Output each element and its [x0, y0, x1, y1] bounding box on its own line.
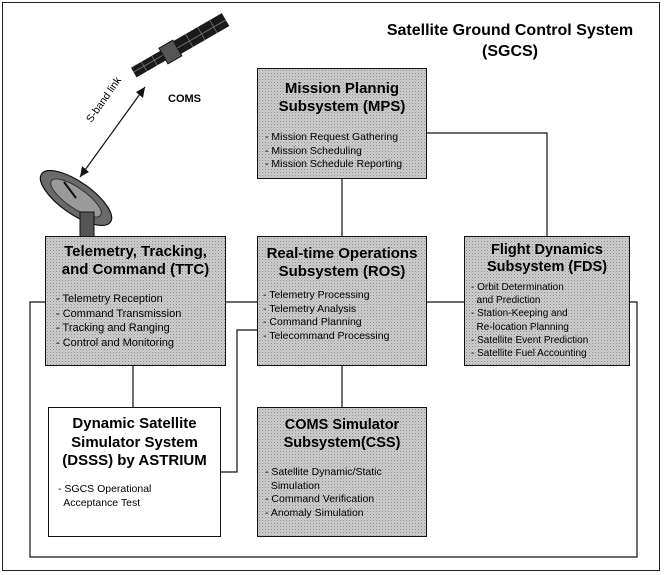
fds-title-line2: Subsystem (FDS)	[486, 259, 608, 275]
dsss-title: Dynamic Satellite Simulator System (DSSS…	[49, 415, 220, 471]
css-item: Simulation	[265, 479, 320, 492]
ttc-item: - Command Transmission	[56, 307, 182, 320]
ros-item: - Telecommand Processing	[263, 329, 390, 342]
mps-item: - Mission Request Gathering	[265, 131, 399, 143]
fds-title-line1: Flight Dynamics	[491, 242, 603, 258]
satellite-icon	[131, 13, 230, 78]
css-title: COMS Simulator Subsystem(CSS)	[258, 416, 426, 452]
ttc-item: - Tracking and Ranging	[56, 322, 170, 334]
page-title-line2: (SGCS)	[482, 43, 538, 60]
ttc-box: Telemetry, Tracking, and Command (TTC) -…	[45, 236, 226, 366]
satellite-label: COMS	[168, 93, 201, 105]
css-items: - Satellite Dynamic/Static Simulation - …	[265, 466, 382, 520]
css-title-line1: COMS Simulator	[284, 417, 400, 433]
line-outer-bus	[29, 301, 638, 558]
fds-item: and Prediction	[471, 295, 541, 307]
ros-items: - Telemetry Processing - Telemetry Analy…	[263, 289, 389, 343]
ttc-title-line2: and Command (TTC)	[61, 261, 210, 278]
css-item: - Command Verification	[265, 493, 375, 505]
mps-item: - Mission Scheduling	[265, 144, 362, 157]
mps-title: Mission Plannig Subsystem (MPS)	[258, 80, 426, 116]
dsss-title-line3: (DSSS) by ASTRIUM	[62, 452, 207, 469]
ros-title-line2: Subsystem (ROS)	[278, 263, 406, 280]
arrowhead-down	[80, 166, 89, 177]
mps-title-line1: Mission Plannig	[284, 80, 400, 97]
mps-items: - Mission Request Gathering - Mission Sc…	[265, 131, 402, 172]
ros-title-line1: Real-time Operations	[266, 245, 418, 262]
ttc-items: - Telemetry Reception - Command Transmis…	[56, 292, 181, 350]
fds-items: - Orbit Determination and Prediction - S…	[471, 281, 588, 360]
ttc-item: - Telemetry Reception	[56, 293, 163, 305]
page-title: Satellite Ground Control System (SGCS)	[360, 20, 660, 62]
fds-title: Flight Dynamics Subsystem (FDS)	[465, 242, 629, 276]
mps-item: - Mission Schedule Reporting	[265, 158, 403, 170]
dsss-item: Acceptance Test	[58, 496, 141, 509]
dsss-item: - SGCS Operational	[58, 483, 152, 495]
fds-item: - Orbit Determination	[471, 282, 564, 293]
line-sband-link	[79, 86, 146, 178]
arrowhead-up	[136, 87, 145, 98]
fds-item: - Satellite Fuel Accounting	[471, 348, 587, 360]
fds-item: - Satellite Event Prediction	[471, 334, 589, 346]
dsss-title-line1: Dynamic Satellite	[72, 415, 197, 432]
ttc-item: - Control and Monitoring	[56, 336, 175, 349]
mps-title-line2: Subsystem (MPS)	[278, 98, 406, 115]
dsss-title-line2: Simulator System	[71, 433, 198, 451]
css-item: - Satellite Dynamic/Static	[265, 466, 382, 478]
dsss-box: Dynamic Satellite Simulator System (DSSS…	[48, 407, 221, 537]
css-box: COMS Simulator Subsystem(CSS) - Satellit…	[257, 407, 427, 537]
line-ros-dsss	[221, 329, 257, 473]
css-title-line2: Subsystem(CSS)	[283, 435, 401, 451]
fds-item: - Station-Keeping and	[471, 308, 568, 320]
fds-box: Flight Dynamics Subsystem (FDS) - Orbit …	[464, 236, 630, 366]
page-title-line1: Satellite Ground Control System	[386, 22, 634, 39]
ros-box: Real-time Operations Subsystem (ROS) - T…	[257, 236, 427, 366]
line-mps-fds	[427, 132, 548, 236]
antenna-dish-icon	[39, 169, 113, 239]
ros-item: - Command Planning	[263, 316, 362, 328]
css-item: - Anomaly Simulation	[265, 506, 364, 519]
ttc-title-line1: Telemetry, Tracking,	[64, 243, 207, 260]
fds-item: Re-location Planning	[471, 321, 569, 333]
ttc-title: Telemetry, Tracking, and Command (TTC)	[46, 243, 225, 279]
dsss-items: - SGCS Operational Acceptance Test	[58, 483, 151, 510]
ros-title: Real-time Operations Subsystem (ROS)	[258, 245, 426, 281]
mps-box: Mission Plannig Subsystem (MPS) - Missio…	[257, 68, 427, 179]
ros-item: - Telemetry Processing	[263, 289, 370, 301]
ros-item: - Telemetry Analysis	[263, 302, 357, 315]
